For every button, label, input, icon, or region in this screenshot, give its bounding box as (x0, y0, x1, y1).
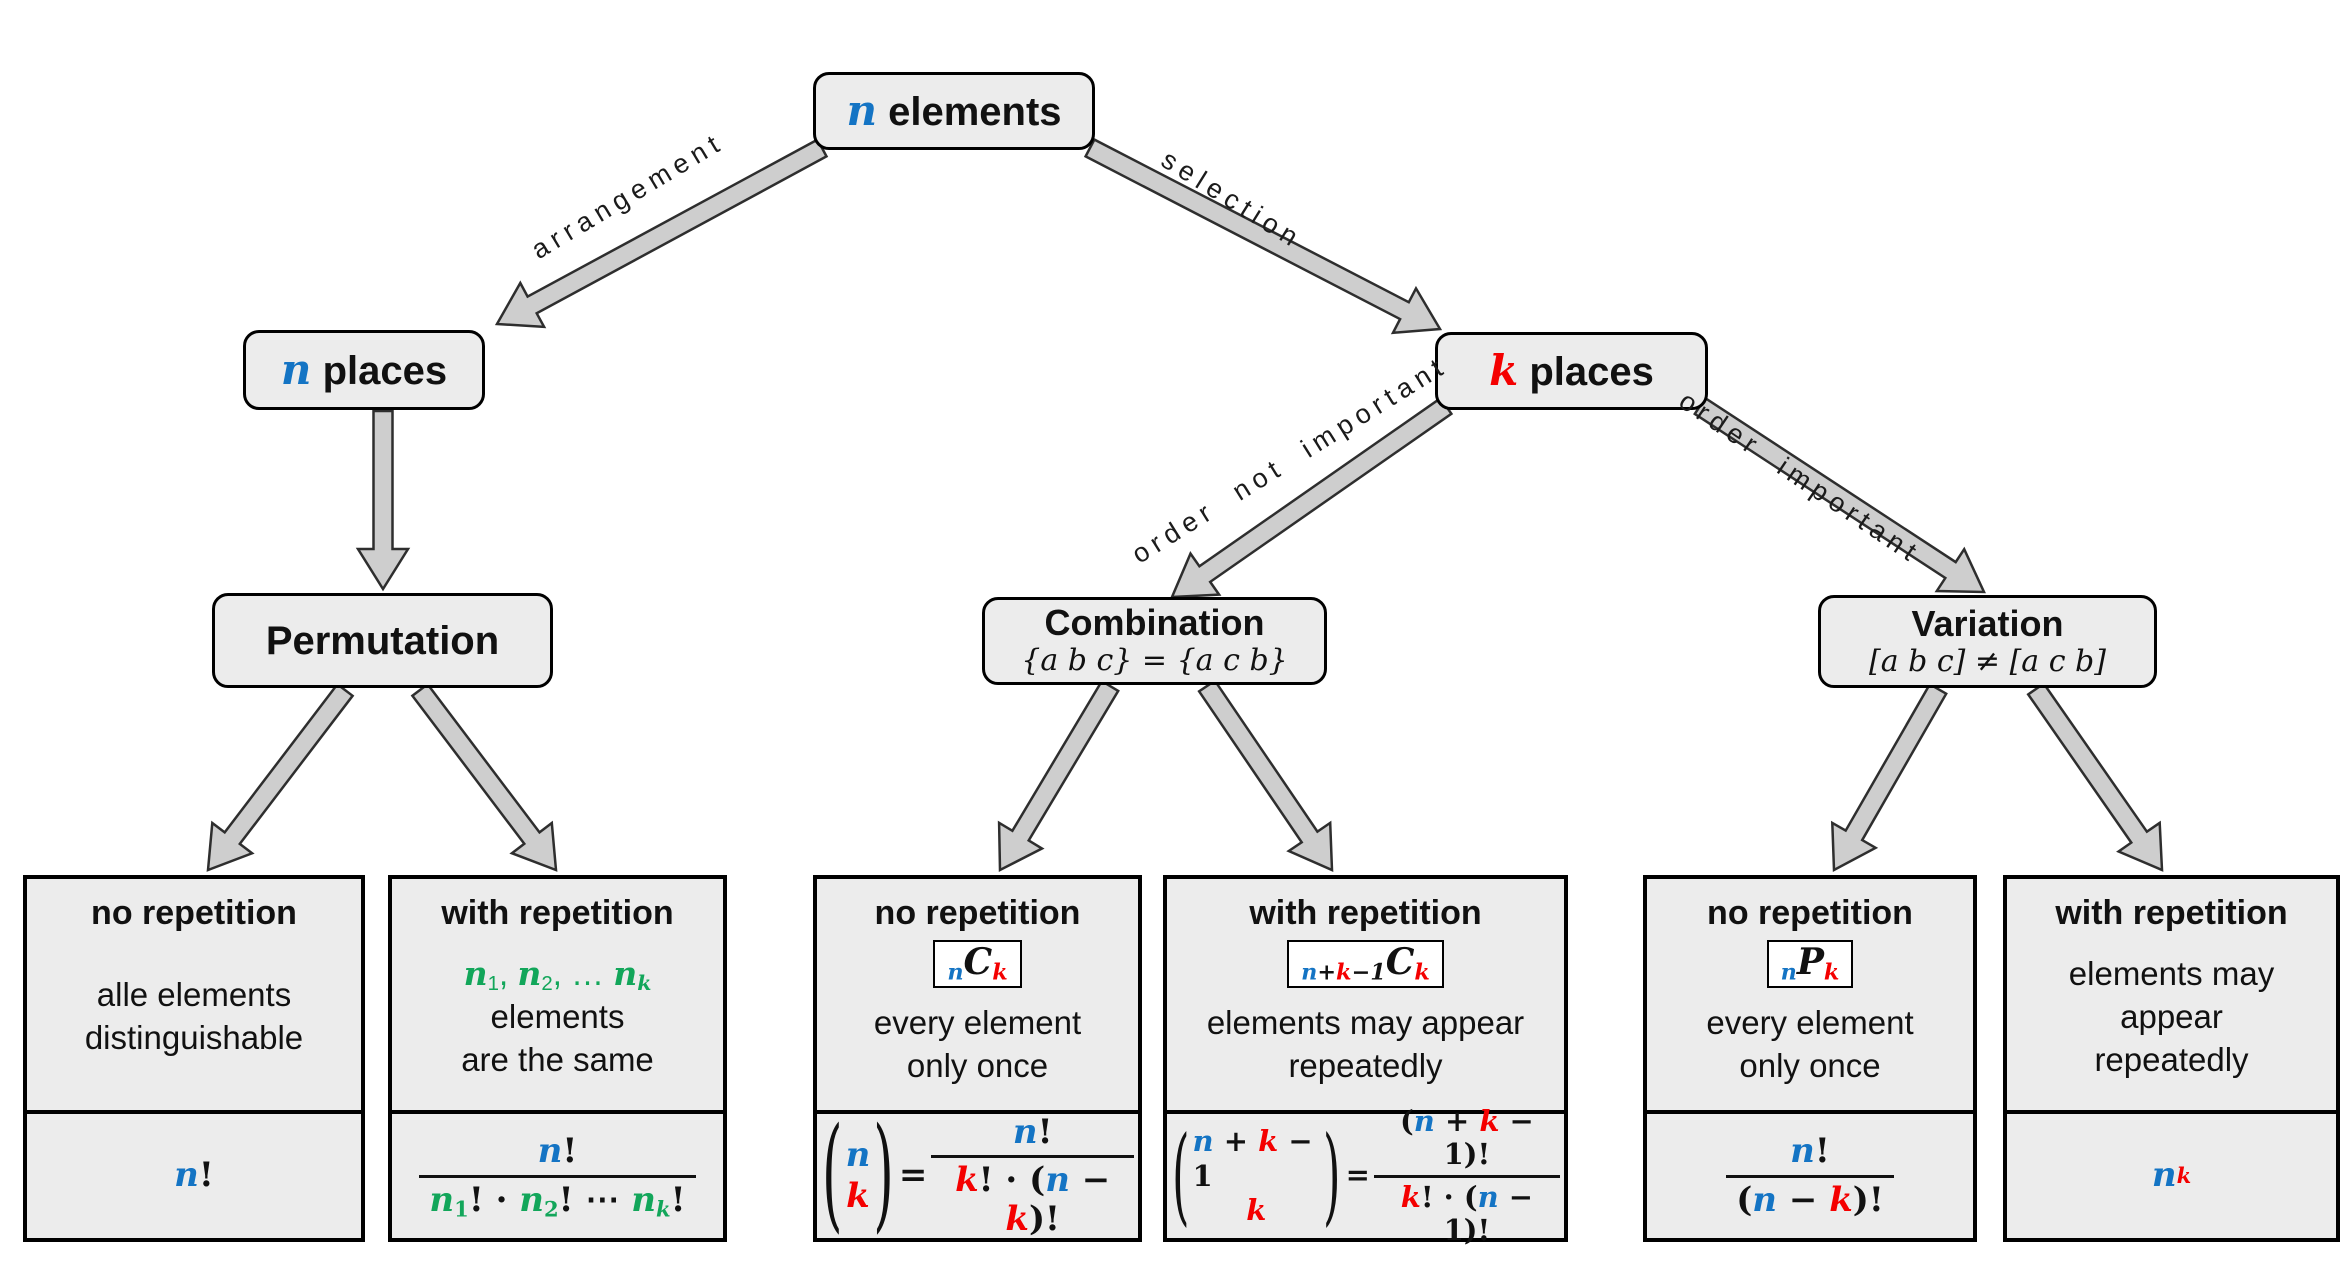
leaf-title: with repetition (441, 894, 674, 932)
node-permutation-title: Permutation (265, 618, 500, 663)
leaf-formula: n!(n − k)! (1647, 1110, 1973, 1238)
node-k-places-title: k places (1489, 346, 1654, 395)
math-var-n: n (280, 345, 312, 394)
node-combination-subtitle: {a b c} = {a c b} (1021, 643, 1288, 679)
math-var-k: k (1489, 346, 1519, 395)
node-n-elements: n elements (813, 72, 1095, 150)
node-combination-title: Combination (1044, 602, 1265, 644)
leaf-title: with repetition (1249, 894, 1482, 932)
node-variation-title: Variation (1911, 602, 2064, 644)
leaf-title: no repetition (874, 894, 1081, 932)
leaf-formula: n! (27, 1110, 361, 1238)
node-k-places: k places (1435, 332, 1708, 410)
leaf-combination-with-repetition: with repetition n+k−1Ck elements may app… (1163, 875, 1568, 1247)
node-combination: Combination {a b c} = {a c b} (982, 597, 1327, 685)
node-n-elements-title: n elements (846, 86, 1062, 135)
node-variation: Variation [a b c] ≠ [a c b] (1818, 595, 2157, 688)
leaf-title: no repetition (1707, 894, 1913, 932)
math-var-n: n (846, 86, 877, 135)
leaf-formula: n!n1! · n2! ⋯ nk! (392, 1110, 723, 1238)
leaf-title: no repetition (91, 894, 297, 932)
notation-badge-n+k-1Ck: n+k−1Ck (1287, 940, 1444, 988)
notation-badge-nCk: nCk (933, 940, 1022, 988)
notation-badge-nPk: nPk (1766, 940, 1854, 988)
node-n-places-title: n places (280, 345, 448, 394)
node-variation-subtitle: [a b c] ≠ [a c b] (1869, 643, 2106, 679)
node-n-places: n places (243, 330, 485, 410)
node-permutation: Permutation (212, 593, 553, 688)
leaf-title: with repetition (2055, 894, 2288, 932)
